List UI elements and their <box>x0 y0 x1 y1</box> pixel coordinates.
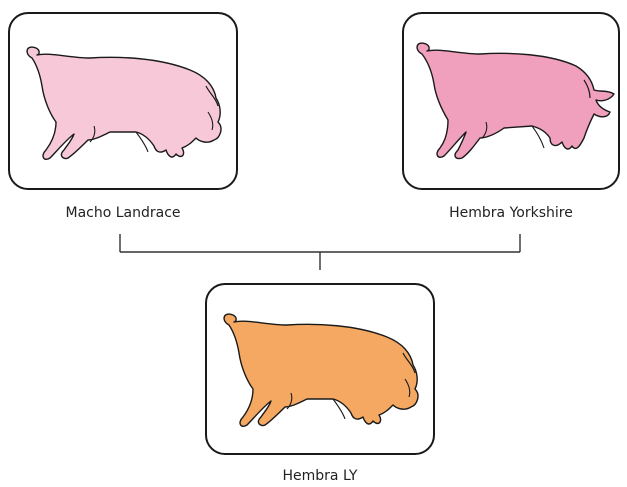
parent-label-yorkshire: Hembra Yorkshire <box>402 205 620 221</box>
pig-body-ly <box>224 314 418 426</box>
pig-icon <box>404 14 620 190</box>
parent-card-landrace <box>8 12 238 190</box>
parent-label-landrace: Macho Landrace <box>8 205 238 221</box>
pig-body-landrace <box>27 47 221 159</box>
parent-card-yorkshire <box>402 12 620 190</box>
pig-icon <box>10 14 238 190</box>
offspring-card-ly <box>205 283 435 455</box>
pig-icon <box>207 285 435 455</box>
offspring-label-ly: Hembra LY <box>205 468 435 484</box>
pig-body-yorkshire <box>417 43 614 158</box>
